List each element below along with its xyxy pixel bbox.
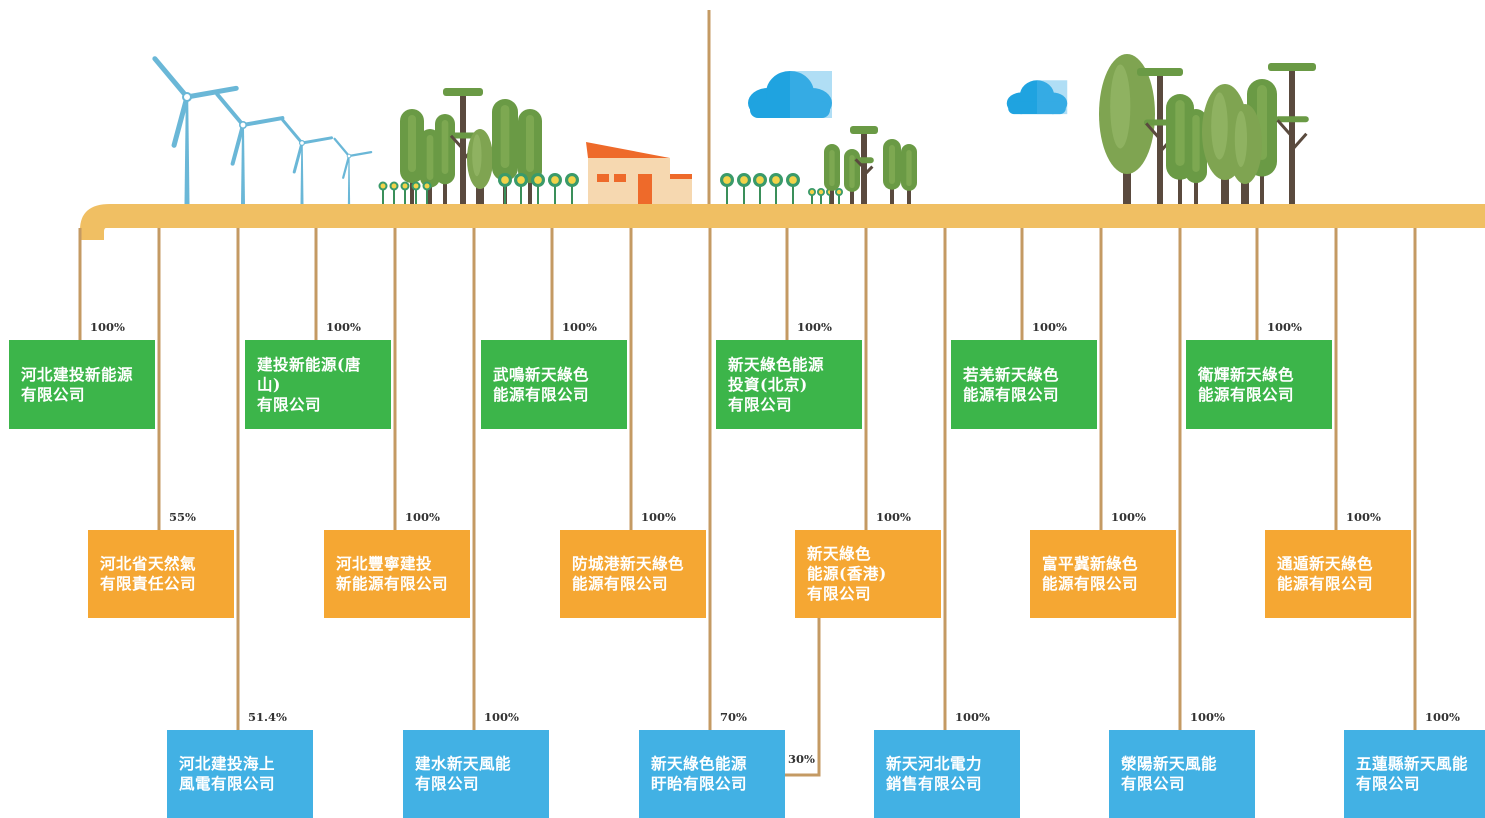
flower-icon bbox=[753, 173, 767, 204]
flower-icon bbox=[548, 173, 562, 204]
flower-icon bbox=[817, 188, 825, 204]
entity-box: 新天河北電力 銷售有限公司 bbox=[874, 730, 1020, 818]
entity-name: 新天綠色 能源(香港) 有限公司 bbox=[807, 544, 887, 603]
wind-turbine-icon bbox=[333, 137, 373, 204]
ownership-percentage: 100% bbox=[484, 710, 519, 724]
flower-icon bbox=[389, 181, 399, 204]
ownership-percentage: 30% bbox=[788, 752, 815, 766]
entity-box: 五蓮縣新天風能 有限公司 bbox=[1344, 730, 1485, 818]
ownership-percentage: 100% bbox=[562, 320, 597, 334]
flower-icon bbox=[786, 173, 800, 204]
tree-icon bbox=[1099, 54, 1155, 204]
ownership-percentage: 100% bbox=[876, 510, 911, 524]
entity-name: 若羌新天綠色 能源有限公司 bbox=[963, 364, 1060, 404]
entity-box: 防城港新天綠色 能源有限公司 bbox=[560, 530, 706, 618]
entity-box: 建投新能源(唐山) 有限公司 bbox=[245, 340, 391, 429]
ownership-percentage: 70% bbox=[720, 710, 747, 724]
tree-icon bbox=[1185, 109, 1207, 204]
flower-icon bbox=[769, 173, 783, 204]
flower-icon bbox=[422, 181, 432, 204]
entity-box: 新天綠色能源 投資(北京) 有限公司 bbox=[716, 340, 862, 429]
flower-icon bbox=[400, 181, 410, 204]
ownership-percentage: 51.4% bbox=[248, 710, 287, 724]
tree-icon bbox=[443, 88, 483, 204]
entity-name: 河北豐寧建投 新能源有限公司 bbox=[336, 554, 449, 593]
flower-icon bbox=[498, 173, 512, 204]
entity-box: 河北豐寧建投 新能源有限公司 bbox=[324, 530, 470, 618]
entity-box: 新天綠色能源 盱眙有限公司 bbox=[639, 730, 785, 818]
tree-icon bbox=[518, 109, 542, 204]
wind-turbine-icon bbox=[152, 56, 239, 204]
ownership-percentage: 100% bbox=[1346, 510, 1381, 524]
entity-box: 若羌新天綠色 能源有限公司 bbox=[951, 340, 1097, 429]
ownership-percentage: 100% bbox=[1267, 320, 1302, 334]
entity-name: 建投新能源(唐山) 有限公司 bbox=[257, 354, 361, 414]
flower-icon bbox=[411, 181, 421, 204]
entity-name: 河北建投海上 風電有限公司 bbox=[179, 754, 276, 793]
entity-box: 河北建投新能源 有限公司 bbox=[9, 340, 155, 429]
tree-icon bbox=[901, 144, 917, 204]
entity-box: 河北省天然氣 有限責任公司 bbox=[88, 530, 234, 618]
flower-icon bbox=[737, 173, 751, 204]
flower-icon bbox=[378, 181, 388, 204]
tree-icon bbox=[435, 114, 455, 204]
entity-name: 河北省天然氣 有限責任公司 bbox=[100, 554, 197, 593]
ownership-percentage: 100% bbox=[405, 510, 440, 524]
entity-name: 滎陽新天風能 有限公司 bbox=[1121, 754, 1218, 793]
ownership-percentage: 100% bbox=[90, 320, 125, 334]
entity-name: 武鳴新天綠色 能源有限公司 bbox=[493, 364, 590, 404]
ownership-percentage: 100% bbox=[797, 320, 832, 334]
cloud-icon bbox=[1006, 80, 1068, 115]
ownership-percentage: 100% bbox=[1032, 320, 1067, 334]
flower-icon bbox=[565, 173, 579, 204]
ownership-percentage: 100% bbox=[1190, 710, 1225, 724]
flower-icon bbox=[808, 188, 816, 204]
landscape-illustration bbox=[80, 54, 1485, 240]
entity-name: 河北建投新能源 有限公司 bbox=[21, 364, 134, 404]
flower-icon bbox=[531, 173, 545, 204]
entity-box: 武鳴新天綠色 能源有限公司 bbox=[481, 340, 627, 429]
tree-icon bbox=[467, 129, 493, 204]
entity-box: 衛輝新天綠色 能源有限公司 bbox=[1186, 340, 1332, 429]
flower-icon bbox=[514, 173, 528, 204]
cloud-icon bbox=[748, 71, 832, 118]
connector-lines bbox=[78, 10, 1417, 777]
tree-icon bbox=[850, 126, 878, 204]
ground-bar bbox=[80, 204, 1485, 240]
tree-icon bbox=[1268, 63, 1316, 204]
entity-name: 新天綠色能源 盱眙有限公司 bbox=[651, 754, 748, 793]
entity-box: 通遁新天綠色 能源有限公司 bbox=[1265, 530, 1411, 618]
ownership-percentage: 100% bbox=[955, 710, 990, 724]
entity-box: 滎陽新天風能 有限公司 bbox=[1109, 730, 1255, 818]
entity-name: 富平冀新綠色 能源有限公司 bbox=[1042, 554, 1139, 593]
ownership-percentage: 100% bbox=[1425, 710, 1460, 724]
flower-icon bbox=[720, 173, 734, 204]
entity-box: 河北建投海上 風電有限公司 bbox=[167, 730, 313, 818]
flower-icon bbox=[835, 188, 843, 204]
tree-icon bbox=[400, 109, 424, 204]
entity-name: 新天綠色能源 投資(北京) 有限公司 bbox=[728, 354, 825, 414]
tree-icon bbox=[1228, 104, 1262, 204]
entity-name: 衛輝新天綠色 能源有限公司 bbox=[1198, 364, 1295, 404]
tree-icon bbox=[824, 144, 840, 204]
ownership-percentage: 55% bbox=[169, 510, 196, 524]
ownership-percentage: 100% bbox=[641, 510, 676, 524]
wind-turbine-icon bbox=[281, 118, 334, 204]
entity-name: 通遁新天綠色 能源有限公司 bbox=[1277, 554, 1374, 593]
house-icon bbox=[586, 142, 692, 204]
entity-name: 五蓮縣新天風能 有限公司 bbox=[1356, 754, 1469, 793]
entity-box: 富平冀新綠色 能源有限公司 bbox=[1030, 530, 1176, 618]
connector-line bbox=[783, 618, 821, 777]
ownership-percentage: 100% bbox=[1111, 510, 1146, 524]
ownership-percentage: 100% bbox=[326, 320, 361, 334]
wind-turbine-icon bbox=[215, 92, 285, 204]
entity-name: 新天河北電力 銷售有限公司 bbox=[886, 754, 983, 793]
entity-name: 建水新天風能 有限公司 bbox=[415, 754, 512, 793]
entity-box: 建水新天風能 有限公司 bbox=[403, 730, 549, 818]
entity-name: 防城港新天綠色 能源有限公司 bbox=[572, 554, 685, 593]
entity-box: 新天綠色 能源(香港) 有限公司 bbox=[795, 530, 941, 618]
tree-icon bbox=[883, 139, 901, 204]
